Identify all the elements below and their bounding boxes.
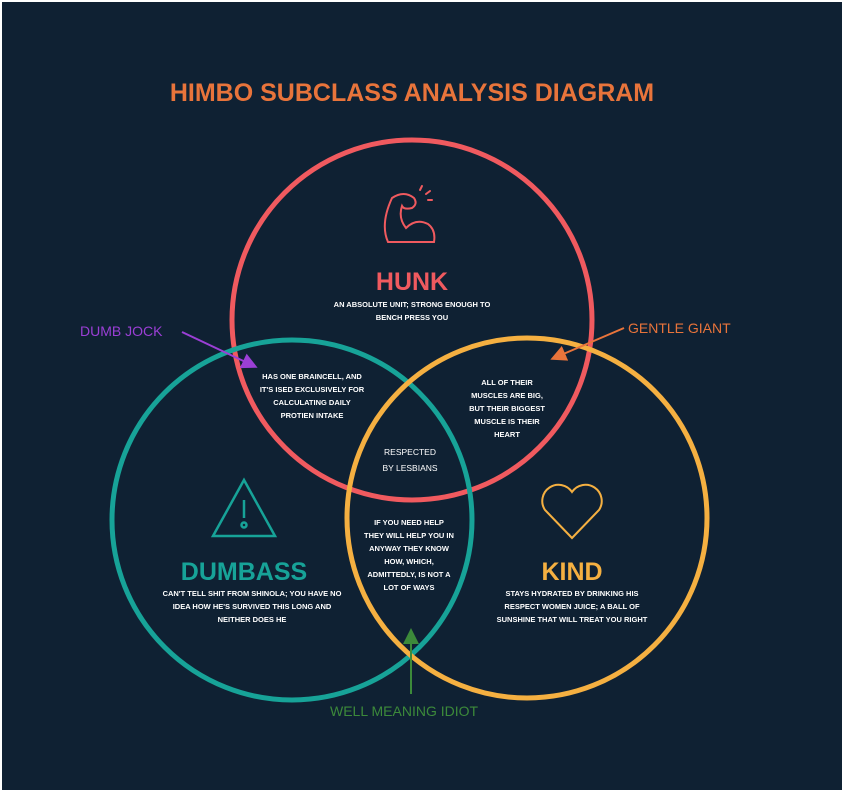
gentle-giant-label: GENTLE GIANT: [628, 320, 731, 336]
all-three-description: RESPECTED BY LESBIANS: [382, 447, 438, 473]
hunk-label: HUNK: [375, 268, 449, 296]
dumb-jock-description: HAS ONE BRAINCELL, AND IT'S ISED EXCLUSI…: [259, 372, 365, 420]
kind-circle: [344, 335, 710, 701]
well-meaning-idiot-description: IF YOU NEED HELP THEY WILL HELP YOU IN A…: [364, 518, 454, 592]
page-title: HIMBO SUBCLASS ANALYSIS DIAGRAM: [169, 79, 655, 107]
gentle-giant-description: ALL OF THEIR MUSCLES ARE BIG, BUT THEIR …: [469, 378, 545, 439]
kind-description: STAYS HYDRATED BY DRINKING HIS RESPECT W…: [496, 589, 648, 624]
dumb-jock-label: DUMB JOCK: [80, 323, 163, 339]
dumbass-description: CAN'T TELL SHIT FROM SHINOLA; YOU HAVE N…: [162, 589, 342, 624]
hunk-circle: [229, 137, 595, 503]
warning-icon: [210, 477, 278, 538]
dumb-jock-arrow: [181, 331, 258, 369]
flexed-bicep-icon: [383, 185, 436, 243]
dumbass-circle: [109, 337, 475, 703]
dumbass-label: DUMBASS: [180, 558, 308, 586]
kind-label: KIND: [541, 558, 603, 586]
hunk-description: AN ABSOLUTE UNIT; STRONG ENOUGH TO BENCH…: [333, 300, 491, 322]
gentle-giant-arrow: [550, 327, 625, 361]
well-meaning-idiot-label: WELL MEANING IDIOT: [330, 703, 479, 719]
heart-icon: [541, 483, 603, 540]
